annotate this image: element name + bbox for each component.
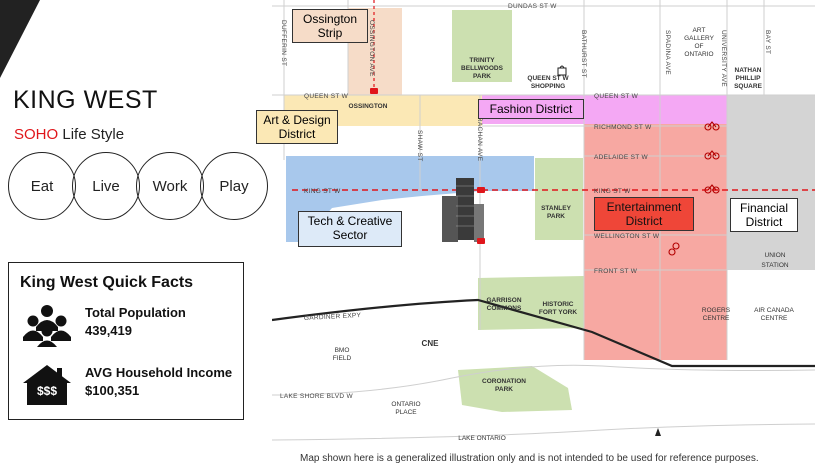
area-map: DUNDAS ST W QUEEN ST W QUEEN ST W RICHMO… (256, 0, 815, 450)
garrison-fort-york-area (478, 276, 584, 330)
page-title: KING WEST (13, 86, 158, 114)
page-subtitle: SOHO Life Style (14, 126, 124, 143)
street-bathurst: BATHURST ST (580, 30, 587, 78)
street-strachan: STRACHAN AVE (476, 108, 483, 162)
house-money-icon-text: $$$ (37, 384, 57, 398)
bike-icon (668, 242, 680, 256)
street-queen-left: QUEEN ST W (304, 93, 349, 100)
street-king-left: KING ST W (304, 188, 341, 195)
boat-icon (655, 428, 661, 436)
street-gardiner: GARDINER EXPY (304, 312, 362, 322)
bike-icon (704, 121, 720, 131)
street-dufferin: DUFFERIN ST (280, 20, 287, 66)
ossington-strip-label: Ossington Strip (292, 9, 368, 43)
corner-decoration (0, 0, 40, 78)
fact-population: Total Population 439,419 (21, 303, 236, 347)
street-spadina: SPADINA AVE (664, 30, 671, 75)
subtitle-rest: Life Style (58, 126, 125, 143)
tech-creative-sector-label: Tech & Creative Sector (298, 211, 402, 247)
entertainment-district-area (584, 124, 727, 360)
street-front: FRONT ST W (594, 268, 638, 275)
street-lakeshore: LAKE SHORE BLVD W (280, 393, 353, 400)
income-label: AVG Household Income (85, 365, 233, 380)
street-adelaide: ADELAIDE ST W (594, 154, 649, 161)
trinity-bellwoods-park-area (452, 10, 512, 82)
street-king-right: KING ST W (594, 188, 631, 195)
street-bay: BAY ST (764, 30, 771, 54)
lifestyle-play: Play (200, 152, 268, 220)
financial-district-area (727, 95, 815, 270)
entertainment-district-label: Entertainment District (594, 197, 694, 231)
map-disclaimer: Map shown here is a generalized illustra… (300, 453, 759, 464)
coronation-park-area (458, 366, 572, 412)
street-wellington: WELLINGTON ST W (594, 233, 660, 240)
place-lake-ontario: LAKE ONTARIO (458, 435, 506, 442)
population-value: 439,419 (85, 323, 132, 338)
street-university: UNIVERSITY AVE (720, 30, 727, 87)
lifestyle-eat: Eat (8, 152, 76, 220)
stanley-park-area (535, 158, 583, 240)
lifestyle-circles: Eat Live Work Play (8, 152, 270, 222)
quick-facts-panel: King West Quick Facts Total Population 4… (8, 262, 244, 420)
house-money-icon: $$$ (23, 365, 71, 405)
people-icon (23, 305, 71, 347)
place-cne: CNE (422, 339, 440, 348)
financial-district-label: Financial District (730, 198, 798, 232)
street-dundas: DUNDAS ST W (508, 3, 557, 10)
lifestyle-work: Work (136, 152, 204, 220)
fact-income: $$$ AVG Household Income $100,351 (21, 363, 236, 407)
fashion-district-label: Fashion District (478, 99, 584, 119)
gardiner-expressway-line (272, 298, 815, 368)
bike-icon (704, 150, 720, 160)
streetcar-icons (370, 88, 485, 244)
shopping-bag-icon (557, 65, 567, 76)
streetcar-icon (477, 187, 485, 193)
subtitle-accent: SOHO (14, 126, 59, 143)
street-ossington-ave: OSSINGTON AVE (368, 20, 375, 77)
lifestyle-live: Live (72, 152, 140, 220)
streetcar-icon (370, 88, 378, 94)
art-design-district-label: Art & Design District (256, 110, 338, 144)
bike-icon (704, 184, 720, 194)
bike-icons (668, 121, 720, 256)
quick-facts-title: King West Quick Facts (20, 274, 194, 291)
tech-sector-area (286, 156, 534, 242)
streetcar-icon (477, 238, 485, 244)
population-label: Total Population (85, 305, 186, 320)
income-value: $100,351 (85, 383, 140, 398)
building-icon (442, 178, 484, 242)
street-queen-right: QUEEN ST W (594, 93, 639, 100)
street-richmond: RICHMOND ST W (594, 124, 652, 131)
street-shaw: SHAW ST (416, 130, 423, 161)
place-ossington: OSSINGTON (349, 103, 388, 110)
